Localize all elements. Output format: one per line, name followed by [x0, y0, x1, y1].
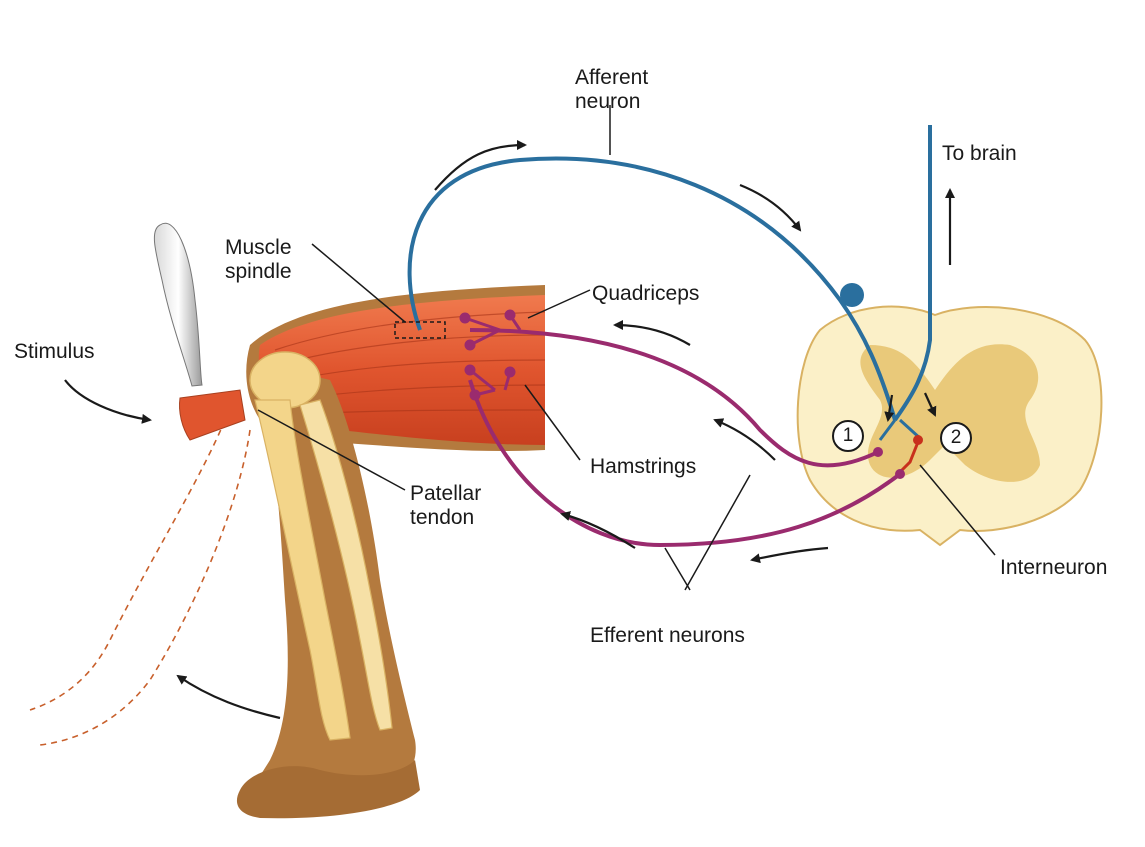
pathway-marker-2: 2	[940, 422, 972, 454]
stimulus-label: Stimulus	[14, 340, 95, 364]
hamstrings-label: Hamstrings	[590, 455, 696, 479]
patellar-tendon-label: Patellar tendon	[410, 482, 481, 530]
leg-motion-outline	[30, 420, 250, 745]
reflex-hammer-blade	[154, 223, 202, 386]
afferent-cell-body	[840, 283, 864, 307]
efferent-neurons-label: Efferent neurons	[590, 624, 745, 648]
efferent-cell-body-2	[895, 469, 905, 479]
afferent-neuron-label: Afferent neuron	[575, 66, 648, 114]
to-brain-label: To brain	[942, 142, 1017, 166]
muscle-spindle-label: Muscle spindle	[225, 236, 292, 284]
efferent-cell-body-1	[873, 447, 883, 457]
pathway-marker-1: 1	[832, 420, 864, 452]
interneuron-label: Interneuron	[1000, 556, 1107, 580]
quadriceps-label: Quadriceps	[592, 282, 699, 306]
interneuron-body	[913, 435, 923, 445]
reflex-hammer-head	[179, 390, 245, 440]
